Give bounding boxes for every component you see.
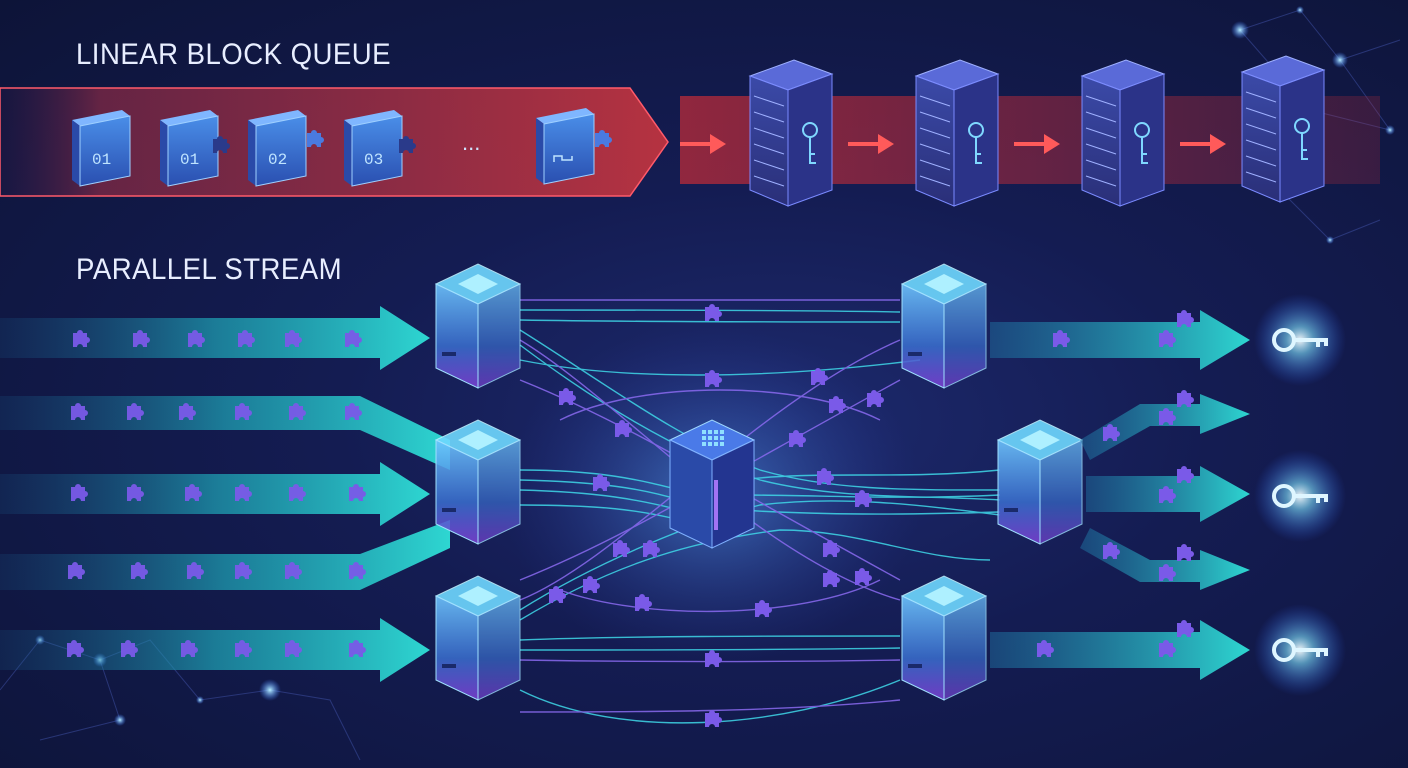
- parallel-stream: [0, 263, 1346, 727]
- server-rack-icon: [1240, 55, 1326, 203]
- key-icon: [1254, 604, 1346, 696]
- linear-queue: 01 01 02 03 ...: [0, 55, 1380, 207]
- output-stream-arrow: [990, 620, 1250, 680]
- input-stream-arrow: [0, 520, 450, 590]
- key-icon: [1254, 294, 1346, 386]
- queue-block-label: 01: [180, 151, 199, 169]
- input-stream-arrow: [0, 396, 450, 470]
- queue-block: 01: [72, 110, 131, 187]
- linear-queue-title: LINEAR BLOCK QUEUE: [76, 38, 392, 71]
- processing-node: [434, 419, 522, 545]
- red-arrow: [680, 134, 726, 154]
- processing-node: [434, 575, 522, 701]
- queue-ellipsis: ...: [462, 130, 480, 155]
- server-rack-icon: [1080, 59, 1166, 207]
- queue-block: 01: [160, 110, 230, 187]
- queue-block: 02: [248, 110, 324, 187]
- key-icon: [1254, 450, 1346, 542]
- queue-block-label: 01: [92, 151, 111, 169]
- processor-chip-icon: [668, 419, 756, 549]
- queue-block: [536, 108, 612, 185]
- processing-node: [434, 263, 522, 389]
- red-arrow: [1180, 134, 1226, 154]
- red-arrow: [1014, 134, 1060, 154]
- output-stream-arrow: [1080, 528, 1250, 590]
- queue-block: 03: [344, 110, 416, 187]
- processing-node: [900, 575, 988, 701]
- processing-node: [900, 263, 988, 389]
- parallel-stream-title: PARALLEL STREAM: [76, 253, 343, 286]
- server-rack-icon: [748, 59, 834, 207]
- input-stream-arrow: [0, 462, 430, 526]
- network-dots: [35, 6, 1395, 726]
- output-stream-arrow: [1080, 394, 1250, 460]
- output-stream-arrow: [990, 310, 1250, 370]
- queue-block-label: 03: [364, 151, 383, 169]
- input-stream-arrow: [0, 618, 430, 682]
- server-rack-icon: [914, 59, 1000, 207]
- input-stream-arrow: [0, 306, 430, 370]
- queue-block-label: 02: [268, 151, 287, 169]
- red-arrow: [848, 134, 894, 154]
- processing-node: [996, 419, 1084, 545]
